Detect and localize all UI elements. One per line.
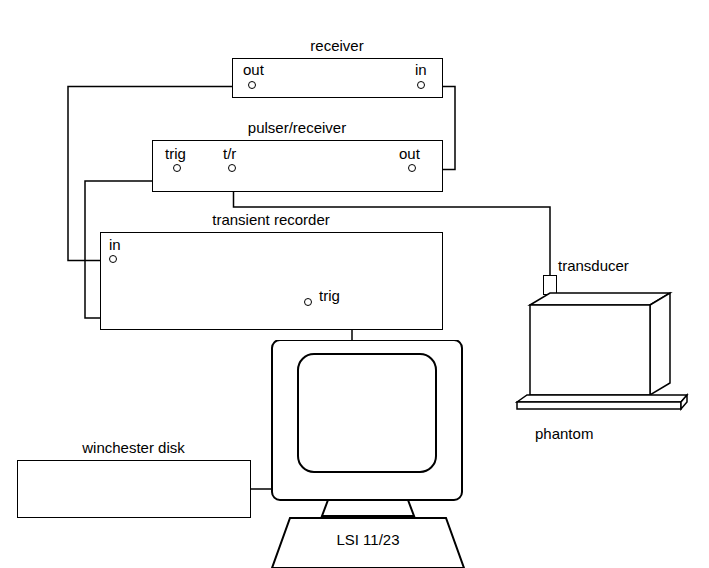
winchester-disk-box: winchester disk bbox=[17, 460, 251, 518]
part-label: winchester disk bbox=[82, 440, 185, 456]
signal-cable bbox=[251, 488, 272, 490]
receiver-box: receiveroutin bbox=[232, 58, 443, 98]
port-label: trig bbox=[319, 288, 340, 304]
computer-monitor: LSI 11/23 bbox=[268, 340, 468, 568]
port-label: out bbox=[399, 146, 420, 162]
transducer: transducer bbox=[543, 275, 557, 295]
phantom: phantom bbox=[515, 290, 690, 450]
port-jack bbox=[248, 81, 256, 89]
pulser-receiver-box: pulser/receivertrigt/rout bbox=[152, 140, 443, 192]
port-label: trig bbox=[165, 146, 186, 162]
port-jack bbox=[408, 164, 416, 172]
part-label: phantom bbox=[535, 426, 593, 442]
port-jack bbox=[304, 298, 312, 306]
port-label: out bbox=[243, 62, 264, 78]
part-label: pulser/receiver bbox=[248, 120, 346, 136]
port-label: in bbox=[415, 62, 427, 78]
port-jack bbox=[228, 164, 236, 172]
transient-recorder-box: transient recorderintrig bbox=[100, 232, 443, 330]
port-jack bbox=[173, 164, 181, 172]
part-label: transient recorder bbox=[212, 212, 330, 228]
port-label: t/r bbox=[223, 146, 236, 162]
part-label: receiver bbox=[310, 38, 363, 54]
port-jack bbox=[109, 255, 117, 263]
port-jack bbox=[417, 81, 425, 89]
signal-cable bbox=[351, 330, 353, 340]
port-label: in bbox=[109, 237, 121, 253]
part-label: transducer bbox=[558, 258, 629, 274]
part-label: LSI 11/23 bbox=[336, 532, 399, 548]
